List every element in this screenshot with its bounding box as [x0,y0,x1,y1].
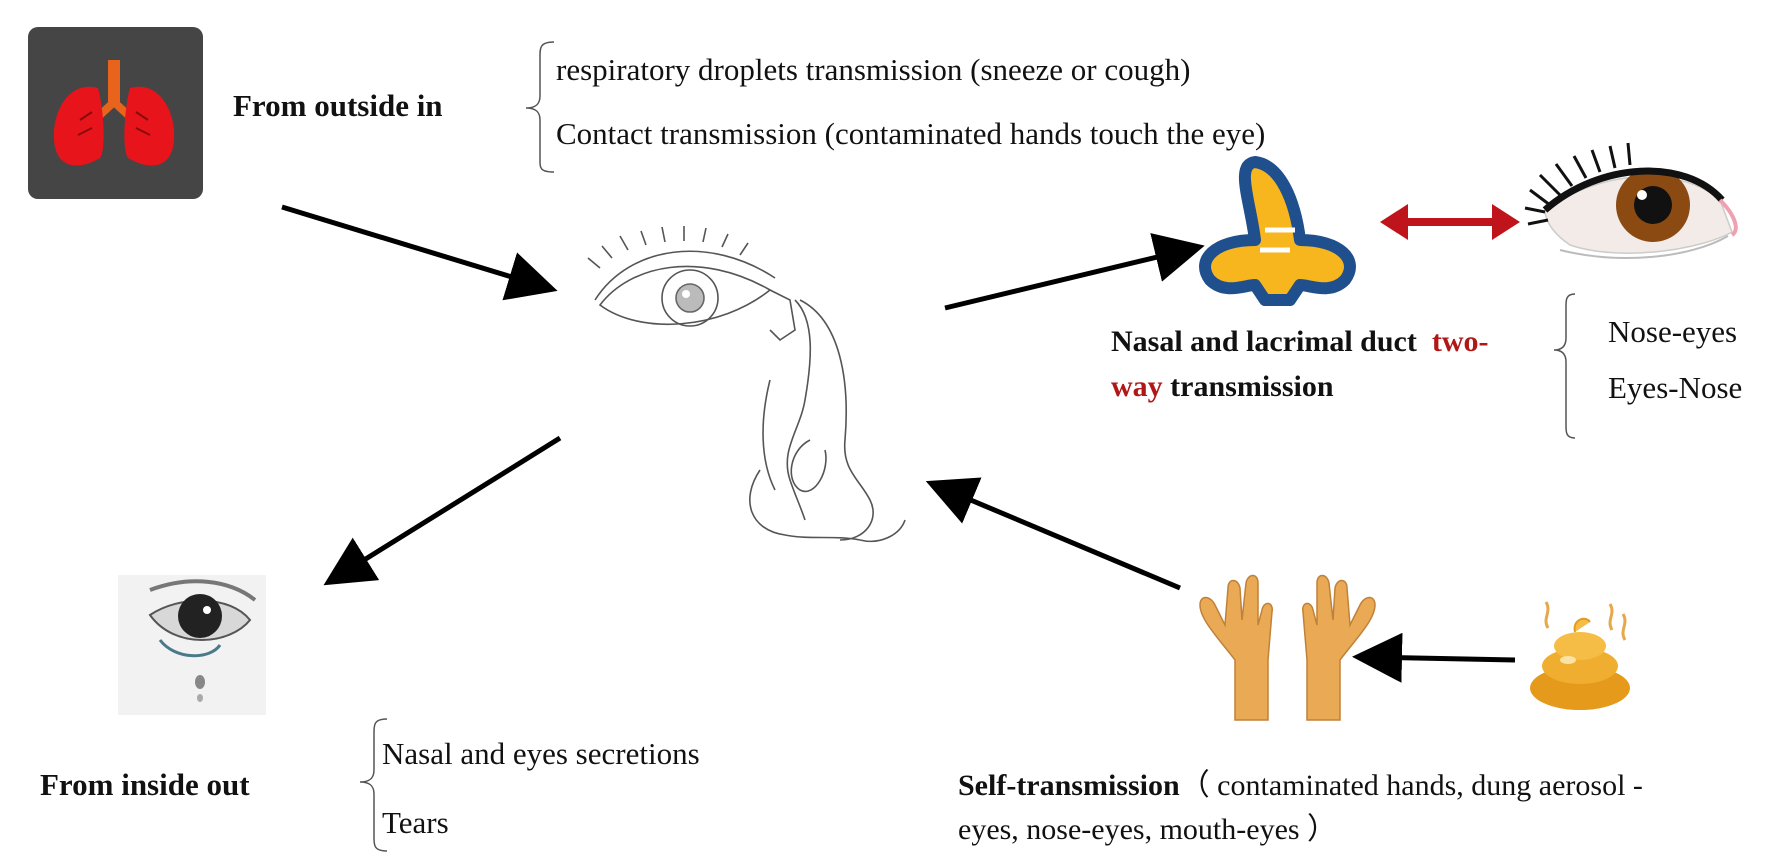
nasal-lacrimal-item-2: Eyes-Nose [1608,370,1743,405]
arrow-inside-out [323,435,562,586]
self-transmission-title: Self-transmission [958,769,1180,802]
lungs-icon [28,27,203,199]
eye-icon [1524,142,1738,259]
inside-out-item-1: Nasal and eyes secretions [382,736,700,771]
self-transmission-line1: Self-transmission（ contaminated hands, d… [958,760,1643,804]
nose-icon [1199,156,1356,306]
nasal-lacrimal-highlight-2: way [1111,370,1163,403]
hands-icon [1199,574,1376,721]
nasal-lacrimal-title-part1: Nasal and lacrimal duct [1111,325,1417,358]
eye-nose-anatomy-icon [587,226,906,542]
nasal-lacrimal-item-1: Nose-eyes [1608,314,1738,349]
outside-in-item-2: Contact transmission (contaminated hands… [556,116,1266,151]
dung-icon [1530,601,1630,710]
arrow-dung-to-hands [1352,632,1516,683]
nasal-lacrimal-title-line2: way transmission [1111,370,1334,404]
nasal-lacrimal-brace [1553,293,1576,439]
self-transmission-line2: eyes, nose-eyes, mouth-eyes ） [958,813,1338,846]
inside-out-title: From inside out [40,767,250,802]
nasal-lacrimal-highlight-1: two- [1431,325,1489,358]
arrow-self-to-center [925,477,1181,591]
arrow-to-nose [944,233,1205,311]
outside-in-brace [525,41,555,173]
outside-in-item-1: respiratory droplets transmission (sneez… [556,52,1191,87]
outside-in-title: From outside in [233,88,443,123]
self-transmission-line1-rest: （ contaminated hands, dung aerosol - [1179,769,1643,802]
inside-out-brace [359,718,388,852]
tearful-eye-icon [118,575,266,715]
nasal-lacrimal-title-line1: Nasal and lacrimal duct two- [1111,325,1489,359]
inside-out-item-2: Tears [382,805,449,840]
two-way-arrow [1380,204,1520,240]
arrow-outside-in [281,204,558,301]
nasal-lacrimal-title-part2: transmission [1170,370,1334,403]
